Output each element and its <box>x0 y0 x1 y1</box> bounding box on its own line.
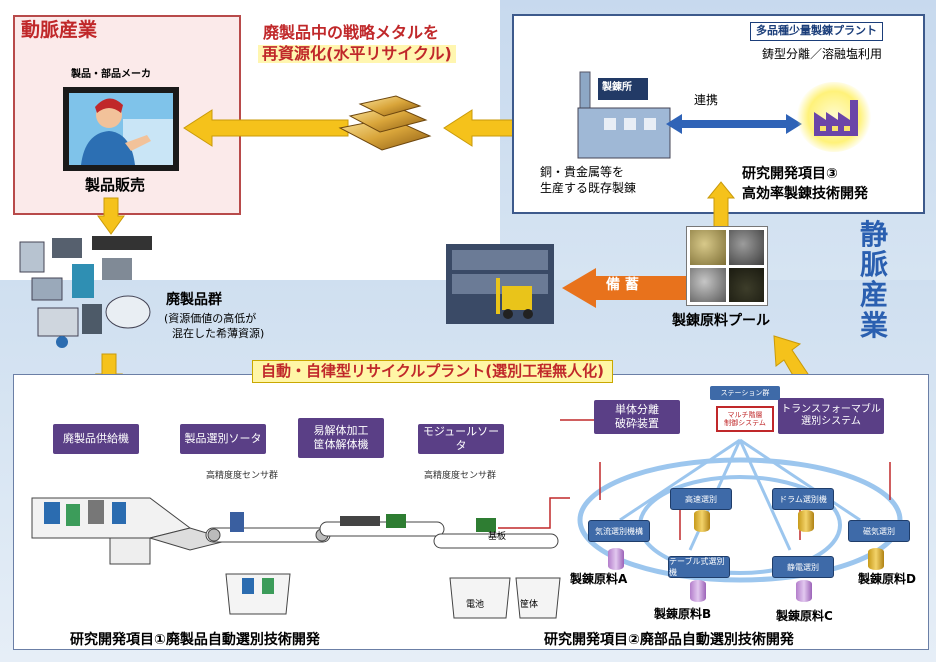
material-drum <box>690 580 706 602</box>
link-label: 連携 <box>694 93 719 107</box>
arterial-industry-box: 動脈産業 製品・部品メーカ 製品販売 <box>13 15 241 215</box>
control-system-node: マルチ階層 制御システム <box>716 406 774 432</box>
existing-smelter-line2: 生産する既存製錬 <box>540 181 637 195</box>
sensor-label-2: 高精度度センサ群 <box>424 471 497 481</box>
sort-node: ドラム選別機 <box>772 488 834 510</box>
venous-title: 静 脈 産 業 <box>850 218 898 342</box>
arrow-pool-to-plant <box>706 181 736 229</box>
sort-node: テーブル式選別機 <box>668 556 730 578</box>
arrow-to-waste <box>97 197 125 235</box>
stockpile-arrow <box>562 268 686 308</box>
factory-icon <box>814 100 858 136</box>
venous-char: 業 <box>859 308 888 342</box>
separator-box: 単体分離 破砕装置 <box>594 400 680 434</box>
pool-label: 製錬原料プール <box>672 313 770 329</box>
material-b-label: 製錬原料B <box>654 607 712 621</box>
board-label: 基板 <box>488 532 507 542</box>
arterial-title: 動脈産業 <box>21 19 98 41</box>
maker-label: 製品・部品メーカ <box>71 69 151 80</box>
waste-title: 廃製品群 <box>166 292 222 308</box>
sort-node: 磁気選別 <box>848 520 910 542</box>
sensor-label-1: 高精度度センサ群 <box>206 471 279 481</box>
item1-caption: 研究開発項目①廃製品自動選別技術開発 <box>70 632 320 648</box>
sales-label: 製品販売 <box>85 176 146 194</box>
dismantler-box: 易解体加工 筐体解体機 <box>298 418 384 458</box>
gold-ingot-icon <box>338 95 432 151</box>
material-c-label: 製錬原料C <box>776 609 833 623</box>
waste-note2: 混在した希薄資源) <box>172 327 265 340</box>
plant-banner: 自動・自律型リサイクルプラント(選別工程無人化) <box>252 360 613 384</box>
material-drum <box>798 510 814 532</box>
smelter-sign: 製錬所 <box>602 82 632 93</box>
item2-caption: 研究開発項目②廃部品自動選別技術開発 <box>544 632 794 648</box>
smelter-building-icon <box>577 71 671 159</box>
material-drum <box>608 548 624 570</box>
raw-material-pool-image <box>686 226 768 306</box>
existing-smelter-line1: 銅・貴金属等を <box>540 165 625 179</box>
material-d-label: 製錬原料D <box>858 572 916 586</box>
sort-node: 高速選別 <box>670 488 732 510</box>
casing-bin-label: 筐体 <box>520 600 539 610</box>
sort-node: 静電選別 <box>772 556 834 578</box>
material-drum <box>868 548 884 570</box>
recycle-label-line2: 再資源化(水平リサイクル) <box>258 44 456 64</box>
battery-bin-label: 電池 <box>466 600 485 610</box>
waste-feeder-box: 廃製品供給機 <box>53 424 139 454</box>
plant-subtitle: 鋳型分離／溶融塩利用 <box>762 47 883 61</box>
waste-products-icon <box>19 236 152 348</box>
product-sorter-box: 製品選別ソータ <box>180 424 266 454</box>
station-node: ステーション群 <box>710 386 780 400</box>
venous-char: 産 <box>859 278 888 312</box>
sort-node: 気流選別機構 <box>588 520 650 542</box>
sorting-network-illustration <box>560 419 903 583</box>
sorting-line-illustration <box>31 497 570 619</box>
venous-char: 脈 <box>859 248 888 282</box>
new-plant-glow <box>796 82 872 152</box>
transformable-box: トランスフォーマブル 選別システム <box>778 398 884 434</box>
item3-line1: 研究開発項目③ <box>742 166 838 182</box>
arrow-to-arterial <box>183 109 349 147</box>
item3-line2: 高効率製錬技術開発 <box>742 186 868 202</box>
maker-illustration <box>61 85 181 173</box>
waste-note1: (資源価値の高低が <box>164 312 257 325</box>
link-arrow <box>666 114 802 134</box>
stockpile-label: 備 蓄 <box>606 277 639 293</box>
plant-title: 多品種少量製錬プラント <box>750 22 883 41</box>
module-sorter-box: モジュールソータ <box>418 424 504 454</box>
material-drum <box>694 510 710 532</box>
recycle-label-line1: 廃製品中の戦略メタルを <box>263 23 440 42</box>
smelting-plant-box: 多品種少量製錬プラント 鋳型分離／溶融塩利用 製錬所 連携 銅・貴金属等を 生産… <box>512 14 925 214</box>
material-a-label: 製錬原料A <box>570 572 628 586</box>
venous-char: 静 <box>859 218 888 251</box>
material-drum <box>796 580 812 602</box>
warehouse-forklift-icon <box>446 244 554 324</box>
